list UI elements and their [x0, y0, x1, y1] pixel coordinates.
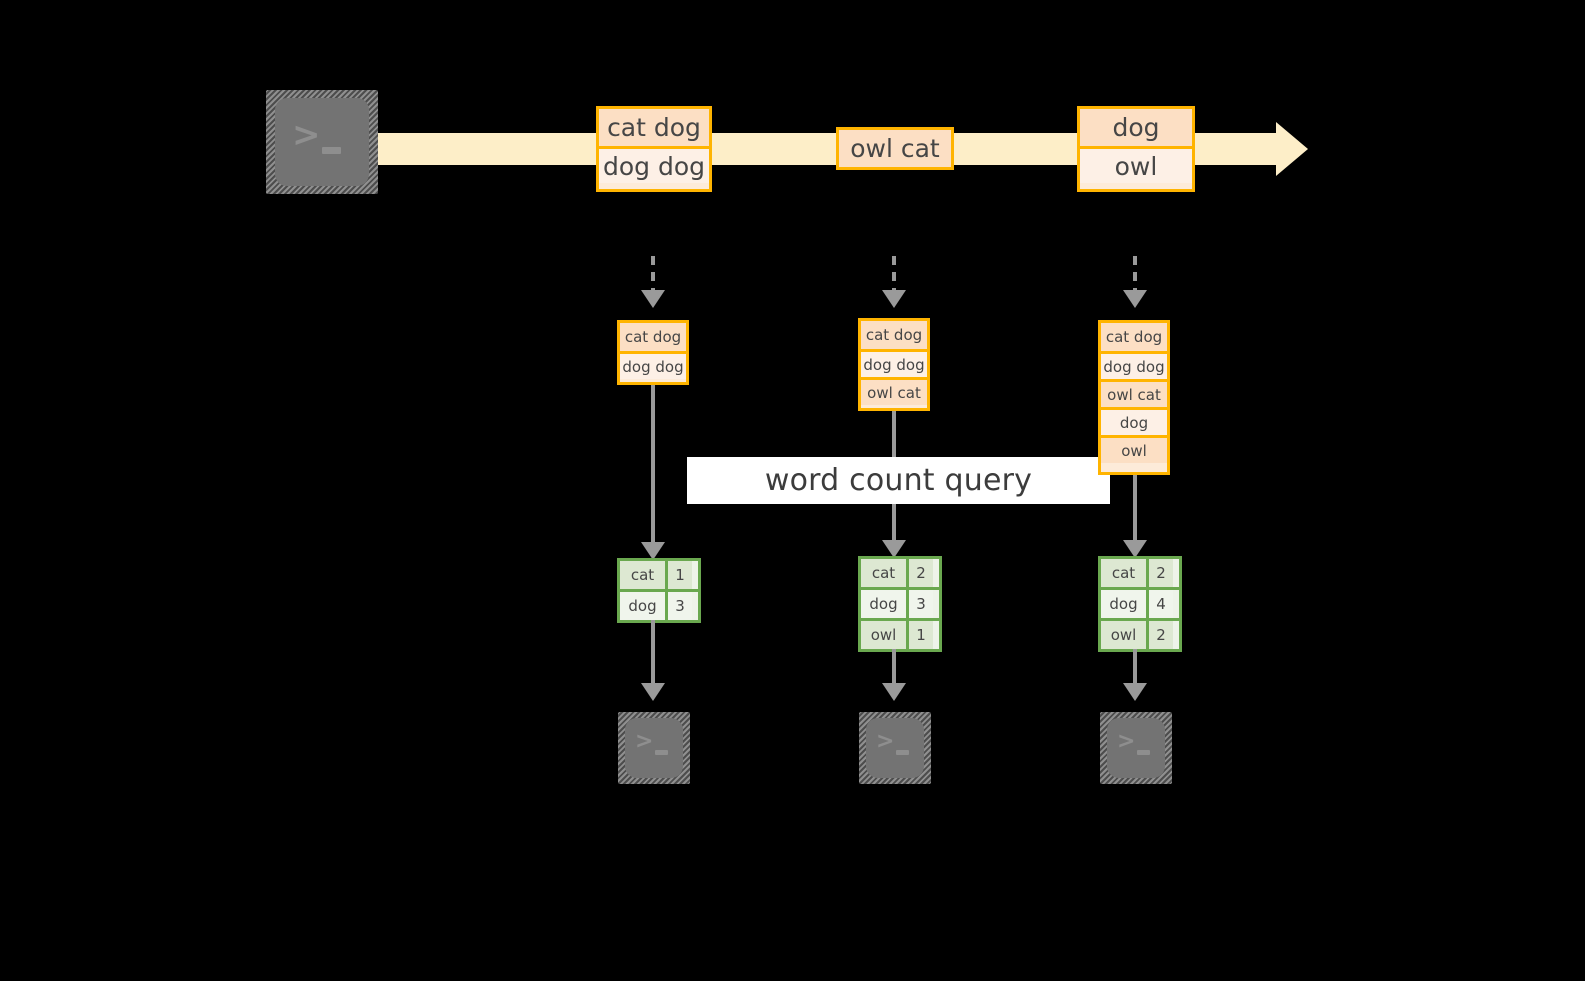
stream-batch-3[interactable]: dog owl — [1077, 106, 1195, 192]
query-label: word count query — [764, 463, 1033, 498]
stream-batch-1[interactable]: cat dog dog dog — [596, 106, 712, 192]
input-line: cat dog — [1101, 323, 1167, 351]
query-arrowhead-3 — [1123, 540, 1147, 558]
trigger-arrowhead-3 — [1123, 290, 1147, 308]
sink-terminal-icon-1[interactable]: > — [618, 712, 690, 784]
trigger-line-1 — [651, 256, 655, 292]
input-line: dog — [1101, 407, 1167, 435]
sink-arrowhead-2 — [882, 683, 906, 701]
trigger-line-2 — [892, 256, 896, 292]
result-word: cat — [861, 559, 906, 587]
table-row: cat 2 — [861, 559, 939, 587]
stream-batch-2[interactable]: owl cat — [836, 127, 954, 170]
input-line: owl cat — [1101, 379, 1167, 407]
table-row: cat 1 — [620, 561, 698, 589]
result-table-1[interactable]: cat 1 dog 3 — [617, 558, 701, 623]
result-word: owl — [1101, 621, 1146, 649]
result-table-2[interactable]: cat 2 dog 3 owl 1 — [858, 556, 942, 652]
result-count: 2 — [1146, 621, 1173, 649]
terminal-body — [866, 718, 924, 778]
result-count: 3 — [665, 592, 692, 620]
source-terminal-icon[interactable]: > — [266, 90, 378, 194]
table-row: dog 3 — [620, 589, 698, 620]
table-row: dog 4 — [1101, 587, 1179, 618]
input-stack-1[interactable]: cat dog dog dog — [617, 320, 689, 385]
stream-line: owl cat — [839, 130, 951, 167]
sink-arrowhead-1 — [641, 683, 665, 701]
stream-line: owl — [1080, 146, 1192, 183]
result-word: dog — [1101, 590, 1146, 618]
query-arrowhead-2 — [882, 540, 906, 558]
stream-arrowhead — [1276, 122, 1308, 176]
input-line: owl — [1101, 435, 1167, 463]
sink-line-1 — [651, 620, 655, 686]
input-line: owl cat — [861, 377, 927, 405]
terminal-cursor — [1137, 750, 1150, 755]
result-count: 2 — [906, 559, 933, 587]
result-word: cat — [620, 561, 665, 589]
query-line-1 — [651, 385, 655, 545]
result-count: 1 — [906, 621, 933, 649]
result-count: 1 — [665, 561, 692, 589]
result-word: dog — [861, 590, 906, 618]
input-line: cat dog — [861, 321, 927, 349]
sink-terminal-icon-2[interactable]: > — [859, 712, 931, 784]
input-stack-2[interactable]: cat dog dog dog owl cat — [858, 318, 930, 411]
result-count: 2 — [1146, 559, 1173, 587]
terminal-body — [275, 98, 369, 186]
terminal-body — [1107, 718, 1165, 778]
stream-line: cat dog — [599, 109, 709, 146]
terminal-prompt-chevron: > — [635, 729, 654, 754]
result-table-3[interactable]: cat 2 dog 4 owl 2 — [1098, 556, 1182, 652]
trigger-arrowhead-1 — [641, 290, 665, 308]
stream-line: dog — [1080, 109, 1192, 146]
table-row: owl 1 — [861, 618, 939, 649]
terminal-prompt-chevron: > — [292, 115, 321, 155]
input-line: dog dog — [861, 349, 927, 377]
input-line: dog dog — [1101, 351, 1167, 379]
query-banner: word count query — [687, 457, 1110, 504]
trigger-arrowhead-2 — [882, 290, 906, 308]
input-stack-3[interactable]: cat dog dog dog owl cat dog owl — [1098, 320, 1170, 475]
result-count: 3 — [906, 590, 933, 618]
trigger-line-3 — [1133, 256, 1137, 292]
result-word: cat — [1101, 559, 1146, 587]
terminal-cursor — [896, 750, 909, 755]
terminal-cursor — [322, 147, 341, 154]
sink-terminal-icon-3[interactable]: > — [1100, 712, 1172, 784]
terminal-body — [625, 718, 683, 778]
input-line: dog dog — [620, 351, 686, 379]
sink-line-3 — [1133, 649, 1137, 686]
result-count: 4 — [1146, 590, 1173, 618]
table-row: owl 2 — [1101, 618, 1179, 649]
table-row: dog 3 — [861, 587, 939, 618]
query-line-3 — [1133, 470, 1137, 543]
stream-line: dog dog — [599, 146, 709, 183]
result-word: dog — [620, 592, 665, 620]
query-arrowhead-1 — [641, 542, 665, 560]
terminal-prompt-chevron: > — [1117, 729, 1136, 754]
table-row: cat 2 — [1101, 559, 1179, 587]
sink-arrowhead-3 — [1123, 683, 1147, 701]
terminal-cursor — [655, 750, 668, 755]
terminal-prompt-chevron: > — [876, 729, 895, 754]
result-word: owl — [861, 621, 906, 649]
input-line: cat dog — [620, 323, 686, 351]
sink-line-2 — [892, 649, 896, 686]
